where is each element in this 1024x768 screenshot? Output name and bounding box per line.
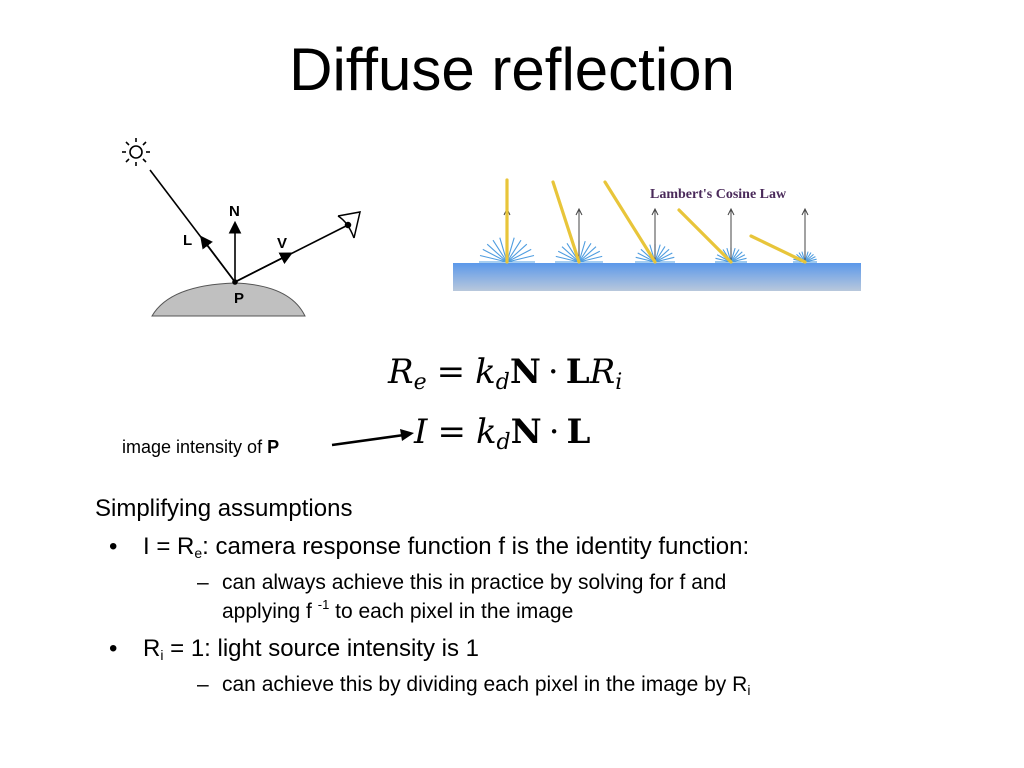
scatter-ray: [635, 256, 656, 263]
scatter-ray: [730, 247, 736, 263]
scatter-ray: [578, 240, 586, 263]
incident-ray: [551, 180, 581, 264]
lambert-surface: [453, 263, 861, 291]
scatter-ray: [561, 246, 580, 263]
light-vector-L: [200, 235, 236, 283]
scatter-ray: [654, 252, 673, 263]
normal-arrowhead: [651, 207, 659, 216]
equation-reflectance: Re=kdN·LRi: [388, 352, 623, 395]
annotation-arrow: [331, 429, 414, 447]
sun-icon: [122, 138, 150, 166]
reflection-geometry-diagram: N L V P: [122, 138, 361, 317]
sub-bullet-divide-Ri: –can achieve this by dividing each pixel…: [197, 673, 751, 698]
bullet-camera-response: •I = Re: camera response function f is t…: [109, 533, 750, 561]
scatter-ray: [492, 239, 508, 263]
scatter-ray: [506, 243, 528, 263]
label-L: L: [183, 232, 192, 249]
eye-icon: [337, 211, 361, 239]
lambert-cosine-law-diagram: Lambert's Cosine Law: [453, 178, 861, 291]
point-P: [232, 279, 238, 285]
surface-normals: [503, 207, 809, 262]
scatter-ray: [555, 255, 580, 263]
scatter-ray: [654, 256, 675, 263]
equation-intensity: I=kdN·L: [414, 412, 591, 455]
label-V: V: [277, 235, 287, 252]
incident-ray: [677, 208, 733, 264]
surface-hemisphere: [151, 282, 306, 317]
scatter-ray: [506, 248, 532, 263]
scatter-ray: [506, 254, 535, 263]
scatter-ray: [730, 249, 740, 263]
scatter-ray: [654, 248, 670, 263]
incident-ray: [749, 234, 807, 264]
scatter-ray: [654, 246, 666, 263]
intensity-annotation: image intensity of P: [122, 437, 280, 457]
scatter-ray: [482, 248, 508, 263]
scatter-ray: [578, 243, 592, 263]
label-P: P: [234, 290, 244, 307]
incident-rays: [505, 178, 807, 264]
scatter-ray: [479, 254, 508, 263]
scatter-ray: [578, 246, 597, 263]
assumptions-heading: Simplifying assumptions: [95, 495, 353, 522]
bullet-light-intensity: •Ri = 1: light source intensity is 1: [109, 635, 479, 663]
sub-bullet-solve-f: –can always achieve this in practice by …: [197, 571, 727, 623]
scatter-ray: [637, 252, 656, 263]
normal-arrowhead: [801, 207, 809, 216]
normal-arrowhead: [575, 207, 583, 216]
scatter-ray: [654, 244, 661, 263]
scatter-ray: [578, 255, 603, 263]
scatter-ray: [557, 250, 580, 263]
view-vector-V: [234, 252, 293, 283]
normal-arrowhead: [727, 207, 735, 216]
scatter-ray: [486, 243, 508, 263]
scatter-ray: [730, 257, 747, 263]
scatter-ray: [578, 250, 601, 263]
scatter-ray: [730, 251, 743, 263]
assumptions-list: Simplifying assumptions •I = Re: camera …: [95, 494, 975, 707]
incident-ray: [603, 180, 657, 264]
label-N: N: [229, 203, 240, 220]
slide-title: Diffuse reflection: [289, 36, 735, 103]
lambert-title: Lambert's Cosine Law: [650, 187, 787, 202]
scatter-ray: [730, 254, 746, 263]
scatter-ray: [506, 239, 522, 263]
